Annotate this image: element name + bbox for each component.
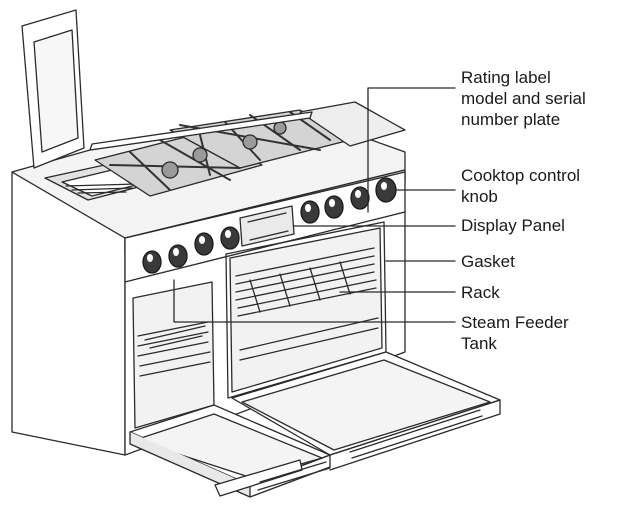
callout-display-panel: Display Panel [461, 216, 565, 235]
knob [194, 232, 214, 256]
callout-gasket: Gasket [461, 252, 515, 271]
knob [350, 186, 370, 210]
callout-cooktop-knob: Cooktop control knob [461, 166, 581, 206]
burner [192, 147, 208, 163]
callout-rating-label: Rating label model and serial number pla… [461, 68, 586, 129]
right-door-vent [349, 409, 483, 459]
knob [220, 226, 240, 250]
raised-lid-inner [33, 29, 79, 153]
burner [273, 121, 287, 135]
knob [300, 200, 320, 224]
left-door-handle [214, 459, 303, 497]
left-oven-rack [137, 321, 211, 377]
leader-steam-feeder [173, 279, 456, 323]
burner [161, 161, 179, 179]
burner [242, 134, 258, 150]
back-rail [89, 111, 313, 151]
knob [168, 244, 188, 268]
knob [142, 250, 162, 274]
callout-steam-feeder: Steam Feeder Tank [461, 313, 569, 353]
leader-rating-label [367, 87, 456, 213]
knob [375, 177, 397, 203]
griddle-plate [299, 101, 406, 147]
callout-rack: Rack [461, 283, 500, 302]
knob [324, 195, 344, 219]
right-oven-rack [235, 247, 377, 317]
display-panel [239, 205, 295, 247]
